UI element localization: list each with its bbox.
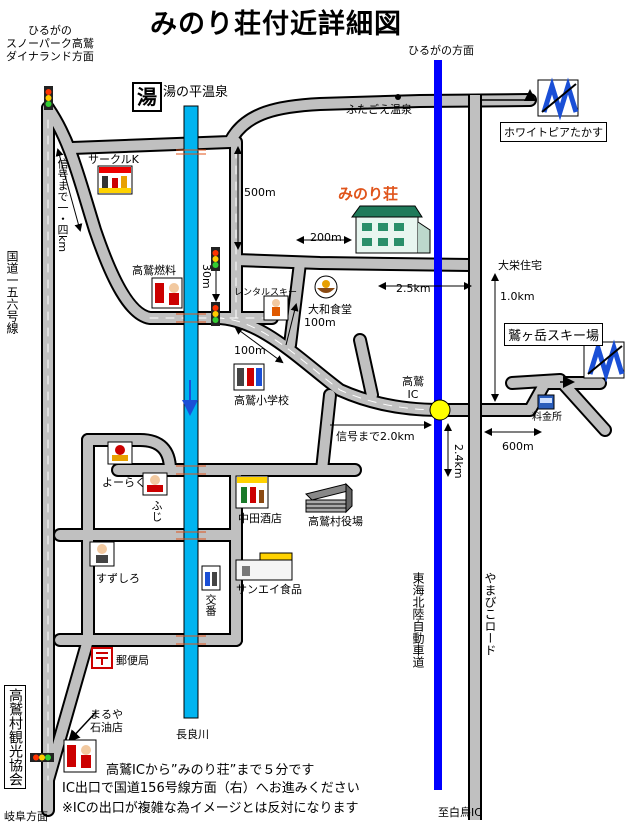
traffic-light-icon xyxy=(30,753,54,762)
label-dist-200: 200m xyxy=(310,231,342,244)
label-post: 郵便局 xyxy=(116,654,149,667)
minori-lodge-icon xyxy=(351,205,431,254)
label-futagoe: ふたごえ温泉 xyxy=(346,103,412,116)
tollgate-icon xyxy=(537,394,555,410)
label-village-office: 高鷲村役場 xyxy=(308,515,363,528)
nagara-river xyxy=(176,105,206,719)
label-kanko: 高鷲村観光協会 xyxy=(4,685,26,789)
note-line-2: IC出口で国道156号線方面（右）へお進みください xyxy=(62,781,360,796)
label-white-pia: ホワイトピアたかす xyxy=(500,122,607,142)
label-ryokin: 料金所 xyxy=(532,412,562,423)
label-maruya: まるや 石油店 xyxy=(90,708,123,734)
label-yunohira: 湯の平温泉 xyxy=(163,85,229,100)
liquor-store-icon xyxy=(235,475,269,509)
label-takasu-fuel: 高鷲燃料 xyxy=(132,264,176,277)
label-to-signal: 信号まで一・四km xyxy=(56,158,69,253)
police-box-icon xyxy=(201,565,221,591)
direction-arrows xyxy=(67,89,575,743)
label-yoraku: よーらく xyxy=(102,476,146,489)
restaurant-icon xyxy=(107,441,133,465)
school-icon xyxy=(233,363,265,391)
label-dist-24: 2.4km xyxy=(452,444,465,479)
note-line-1: 高鷲ICから”みのり荘”まで５分です xyxy=(106,763,315,778)
label-dist-25: 2.5km xyxy=(396,282,431,295)
label-dist-30: 30m xyxy=(200,264,213,289)
label-koban: 交番 xyxy=(204,594,217,616)
onsen-icon: 湯 xyxy=(132,82,162,112)
label-dist-100a: 100m xyxy=(304,316,336,329)
label-fuji: ふじ xyxy=(150,500,163,522)
note-line-3: ※ICの出口が複雑な為イメージとは反対になります xyxy=(62,801,359,816)
takasu-ic-marker xyxy=(429,399,451,421)
label-minori: みのり荘 xyxy=(338,185,399,203)
label-dist-10: 1.0km xyxy=(500,290,535,303)
ski-area-icon xyxy=(583,339,625,383)
distance-arrows xyxy=(55,146,542,477)
rental-ski-icon xyxy=(263,295,289,321)
label-gifu: 岐阜方面 xyxy=(4,810,48,823)
traffic-light-icon xyxy=(211,302,220,326)
label-nakata: 中田酒店 xyxy=(238,512,282,525)
label-hiruga-top: ひるがの方面 xyxy=(408,44,474,57)
label-sushishiro: すずしろ xyxy=(96,572,140,585)
ski-area-icon xyxy=(537,77,579,121)
label-takasu-ic: 高鷲 IC xyxy=(402,375,424,401)
post-office-icon xyxy=(91,647,113,669)
label-dist-100b: 100m xyxy=(234,344,266,357)
label-hiruga-ski: ひるがの スノーパーク高鷲 ダイナランド方面 xyxy=(6,24,94,63)
label-school: 高鷲小学校 xyxy=(234,394,289,407)
restaurant-icon xyxy=(314,275,338,299)
road-network xyxy=(41,93,612,817)
label-dist-600: 600m xyxy=(502,440,534,453)
label-yamato: 大和食堂 xyxy=(308,303,352,316)
label-shirotori: 至白鳥IC xyxy=(438,806,482,819)
food-factory-icon xyxy=(235,552,293,581)
gas-station-icon xyxy=(63,739,97,773)
traffic-light-icon xyxy=(211,247,220,271)
label-yamabiko: やまびこロード xyxy=(483,572,497,656)
page-title: みのり荘付近詳細図 xyxy=(150,9,402,40)
label-washigatake: 鷲ヶ岳スキー場 xyxy=(504,323,604,346)
label-sanei: サンエイ食品 xyxy=(236,583,302,596)
label-dist-500: 500m xyxy=(244,186,276,199)
gas-station-icon xyxy=(151,277,183,309)
building-icon xyxy=(305,482,353,514)
label-taiei: 大栄住宅 xyxy=(498,259,542,272)
label-national-route: 国道一五六号線 xyxy=(5,250,19,334)
label-to-signal2: 信号まで2.0km xyxy=(336,430,415,443)
futagoe-marker xyxy=(395,94,401,100)
label-circle-k: サークルK xyxy=(88,153,139,166)
restaurant-icon xyxy=(89,541,115,567)
restaurant-icon xyxy=(142,472,168,496)
label-tokai: 東海北陸自動車道 xyxy=(411,572,425,668)
traffic-light-icon xyxy=(44,86,53,110)
label-nagara: 長良川 xyxy=(176,728,209,741)
label-rental-ski: レンタルスキー xyxy=(234,288,298,298)
convenience-store-icon xyxy=(97,165,133,195)
